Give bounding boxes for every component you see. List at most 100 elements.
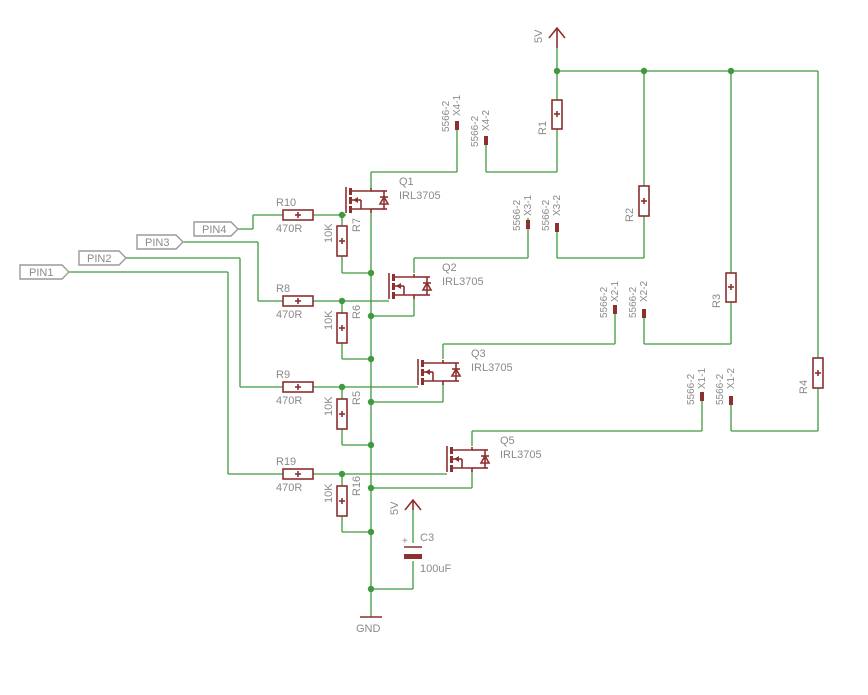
mosfet-channel-segment bbox=[421, 369, 424, 376]
mosfet-ref: Q3 bbox=[471, 348, 486, 360]
mosfet-ref: Q5 bbox=[500, 435, 515, 447]
junction-dot bbox=[553, 67, 561, 75]
supply-5v-label: 5V bbox=[533, 29, 545, 43]
pin-label-2: PIN2 bbox=[87, 253, 111, 265]
junction-dot bbox=[640, 67, 648, 75]
load-resistor-r1: R1 bbox=[537, 99, 563, 135]
wires bbox=[67, 48, 819, 617]
pulldown-ref: R16 bbox=[351, 476, 363, 496]
pulldown-value: 10K bbox=[323, 223, 335, 243]
connector-pin2: X4-2 bbox=[481, 109, 492, 131]
junction-dot bbox=[367, 312, 375, 320]
junction-dot bbox=[338, 211, 346, 219]
connector-part: 5566-2 bbox=[512, 199, 523, 231]
mosfet-value: IRL3705 bbox=[442, 276, 484, 288]
gate-resistor-r8: R8 470R bbox=[276, 283, 314, 321]
connector-part: 5566-2 bbox=[470, 115, 481, 147]
load-resistor-ref: R3 bbox=[711, 294, 723, 308]
mosfet-diode bbox=[421, 281, 433, 291]
mosfet-channel-segment bbox=[421, 360, 424, 367]
mosfet-drain-lead bbox=[395, 274, 415, 278]
load-resistor-r3: R3 bbox=[711, 272, 737, 308]
connector-x3: 5566-2 X3-1 5566-2 X3-2 bbox=[512, 194, 563, 232]
mosfet-channel-segment bbox=[450, 465, 453, 472]
pulldown-resistor-r6: 10K R6 bbox=[323, 305, 363, 344]
load-resistor-ref: R1 bbox=[537, 121, 549, 135]
junction-dot bbox=[367, 355, 375, 363]
connector-pin1: X3-1 bbox=[523, 194, 534, 216]
junction-dot bbox=[727, 67, 735, 75]
mosfet-source-lead bbox=[395, 294, 415, 299]
gate-resistor-value: 470R bbox=[276, 482, 302, 494]
mosfet-drain-lead bbox=[352, 188, 372, 192]
mosfet-channel-segment bbox=[392, 283, 395, 290]
capacitor-c3: + C3 100uF bbox=[402, 532, 451, 575]
gate-resistor-r9: R9 470R bbox=[276, 369, 314, 407]
load-resistor-r2: R2 bbox=[624, 185, 650, 222]
pulldown-resistor-r5: 10K R5 bbox=[323, 391, 363, 430]
capacitor-plus: + bbox=[402, 536, 408, 547]
junction-dot bbox=[338, 383, 346, 391]
connector-x1: 5566-2 X1-1 5566-2 X1-2 bbox=[686, 367, 737, 405]
mosfet-channel-segment bbox=[349, 206, 352, 213]
connector-pin2: X1-2 bbox=[726, 367, 737, 389]
mosfet-value: IRL3705 bbox=[500, 449, 542, 461]
supply-5v-top: 5V bbox=[533, 26, 566, 48]
mosfet-channel-segment bbox=[349, 188, 352, 195]
connector-pin1: X2-1 bbox=[610, 280, 621, 302]
gate-resistor-ref: R10 bbox=[276, 197, 296, 209]
connector-part: 5566-2 bbox=[541, 199, 552, 231]
mosfet-channel-segment bbox=[450, 447, 453, 454]
mosfet-diode bbox=[378, 195, 390, 205]
mosfet-arrow bbox=[454, 456, 459, 462]
mosfet-channel-segment bbox=[392, 274, 395, 281]
pulldown-value: 10K bbox=[323, 483, 335, 503]
mosfet-drain-lead bbox=[453, 447, 473, 451]
connector-pin2: X2-2 bbox=[639, 280, 650, 302]
load-resistor-ref: R4 bbox=[798, 380, 810, 394]
connector-x4: 5566-2 X4-1 5566-2 X4-2 bbox=[441, 94, 492, 147]
mosfet-ref: Q1 bbox=[399, 176, 414, 188]
mosfet-channel-segment bbox=[392, 292, 395, 299]
junction-dot bbox=[367, 484, 375, 492]
mosfet-drain-lead bbox=[424, 360, 444, 364]
connector-pin1: X4-1 bbox=[452, 94, 463, 116]
ground-label: GND bbox=[356, 623, 381, 635]
mosfet-arrow bbox=[353, 197, 358, 203]
capacitor-ref: C3 bbox=[420, 532, 434, 544]
mosfet-source-lead bbox=[352, 208, 372, 213]
connector-part: 5566-2 bbox=[599, 286, 610, 318]
gate-resistor-value: 470R bbox=[276, 309, 302, 321]
mosfet-channel-segment bbox=[450, 456, 453, 463]
gate-resistor-r10: R10 470R bbox=[276, 197, 314, 235]
gate-resistor-ref: R9 bbox=[276, 369, 290, 381]
supply-5v-cap-label: 5V bbox=[389, 501, 401, 515]
pulldown-ref: R6 bbox=[351, 305, 363, 319]
mosfet-arrow bbox=[425, 369, 430, 375]
connector-part: 5566-2 bbox=[686, 373, 697, 405]
junction-dot bbox=[367, 398, 375, 406]
pulldown-value: 10K bbox=[323, 396, 335, 416]
pin-label-4: PIN4 bbox=[202, 224, 226, 236]
mosfet-ref: Q2 bbox=[442, 262, 457, 274]
mosfet-channel-segment bbox=[421, 378, 424, 385]
connector-x2: 5566-2 X2-1 5566-2 X2-2 bbox=[599, 280, 650, 318]
mosfet-channel-segment bbox=[349, 197, 352, 204]
load-resistor-ref: R2 bbox=[624, 208, 636, 222]
mosfet-diode bbox=[479, 454, 491, 464]
pulldown-ref: R5 bbox=[351, 391, 363, 405]
connector-part: 5566-2 bbox=[628, 286, 639, 318]
mosfet-arrow bbox=[396, 283, 401, 289]
load-resistor-r4: R4 bbox=[798, 357, 824, 394]
capacitor-value: 100uF bbox=[420, 563, 451, 575]
junction-dot bbox=[367, 441, 375, 449]
pulldown-resistor-r7: 10K R7 bbox=[323, 218, 363, 257]
junction-dot bbox=[367, 528, 375, 536]
mosfet-source-lead bbox=[453, 467, 473, 472]
ground-symbol: GND bbox=[356, 616, 382, 635]
